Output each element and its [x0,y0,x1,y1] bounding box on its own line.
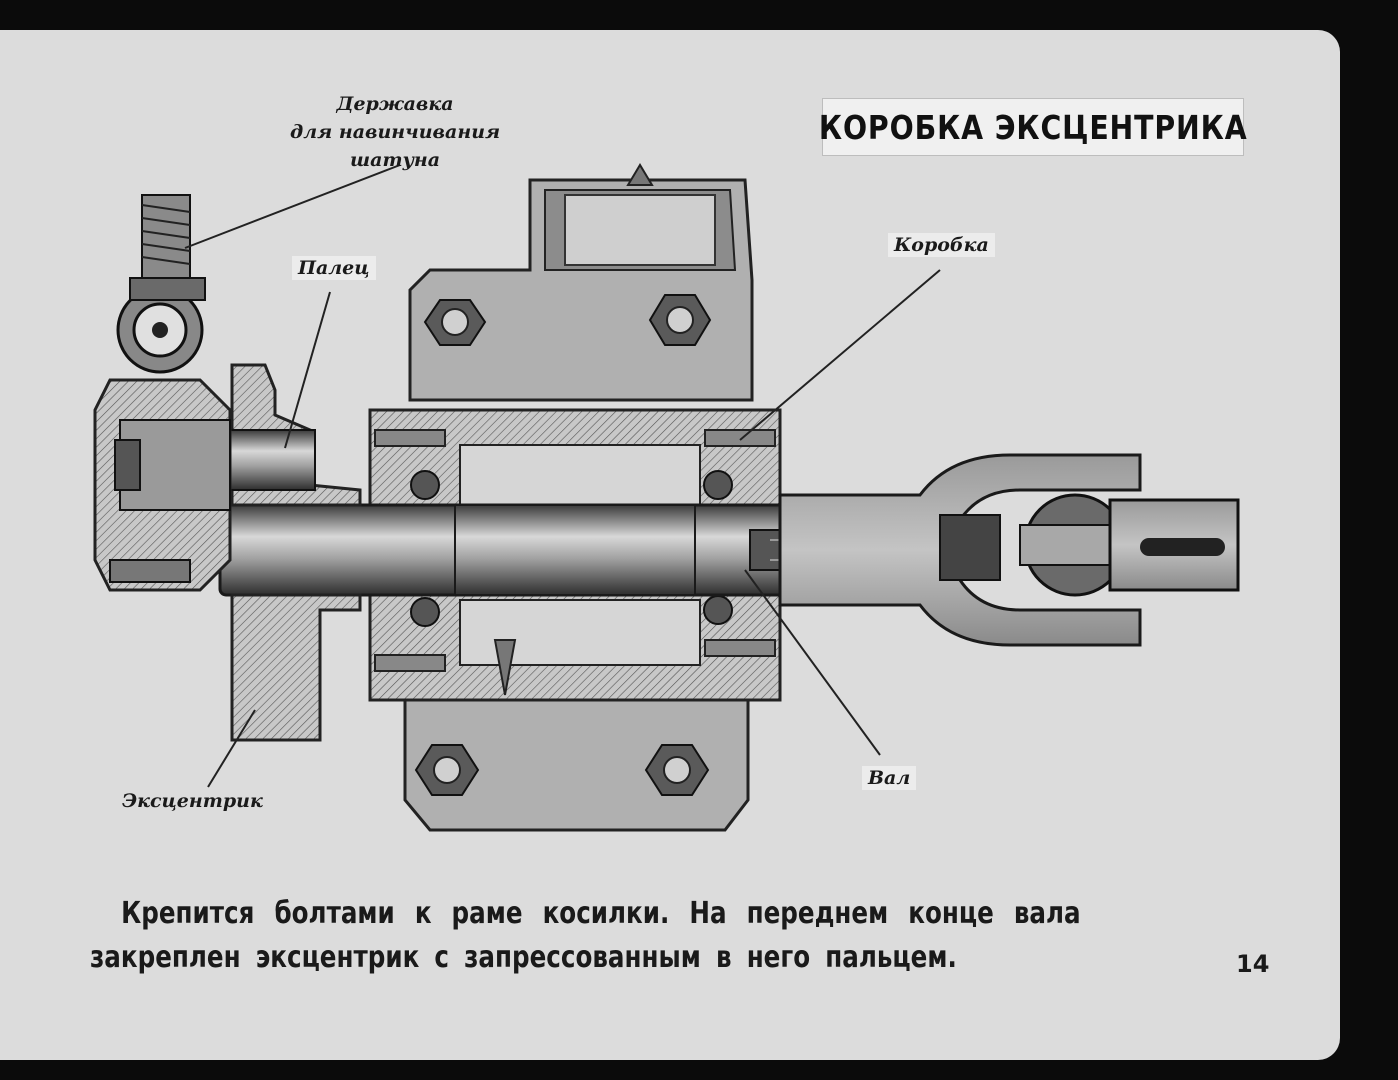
holder-label: Державка для навинчивания шатуна [290,90,500,174]
page-title: КОРОБКА ЭКСЦЕНТРИКА [818,107,1248,147]
page-number: 14 [1236,950,1270,978]
eccentric-label: Эксцентрик [122,790,263,812]
title-box: КОРОБКА ЭКСЦЕНТРИКА [819,98,1246,156]
shaft-label: Вал [862,766,917,790]
universal-joint [778,453,1240,647]
holder-label-line1: Державка [336,93,454,115]
upper-bracket [408,163,754,402]
pin-label: Палец [292,256,376,280]
caption-line-1: Крепится болтами к раме косилки. На пере… [121,896,1081,931]
caption: Крепится болтами к раме косилки. На пере… [90,892,1230,980]
box-label: Коробка [888,233,995,257]
holder-label-line2: для навинчивания [290,121,501,143]
caption-line-2: закреплен эксцентрик с запрессованным в … [90,940,957,975]
leader-lines [184,164,941,788]
rod-holder [93,194,232,592]
lower-bracket [403,688,750,832]
holder-label-line3: шатуна [350,149,441,171]
eccentric [229,363,362,742]
